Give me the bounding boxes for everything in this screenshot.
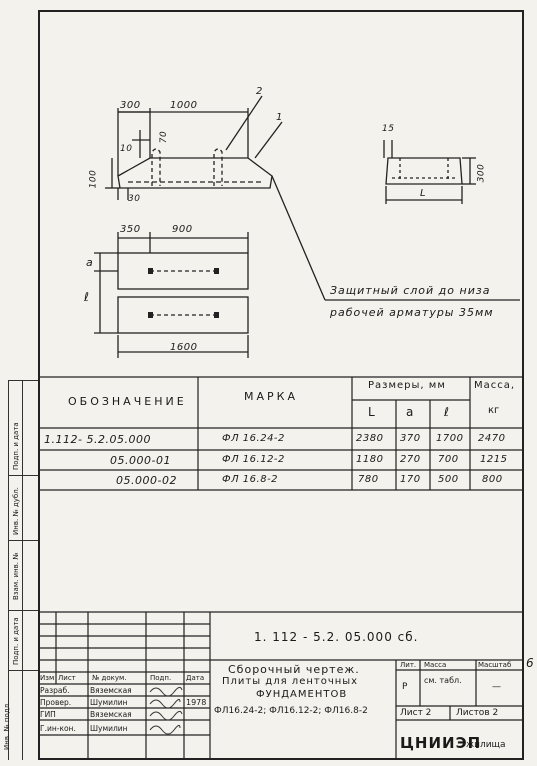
name-razrab: Вяземская xyxy=(90,686,132,695)
name-gin-kon: Шумилин xyxy=(90,724,128,733)
org-name: ЦНИИЭП xyxy=(400,734,482,752)
dim-L: L xyxy=(420,188,427,199)
head-sign: Подп. xyxy=(150,674,172,682)
dim-30: 30 xyxy=(128,194,141,204)
dim-1600: 1600 xyxy=(170,342,198,353)
technical-drawing xyxy=(94,95,520,358)
header-designation: Обозначение xyxy=(68,395,187,408)
head-list: Лист xyxy=(58,674,76,682)
row-1-mass: 2470 xyxy=(478,433,506,444)
side-label-sign-date: Подп. и дата xyxy=(12,617,20,665)
row-3-mark: ФЛ 16.8-2 xyxy=(222,474,279,485)
sheet-number: Лист 2 xyxy=(400,708,432,718)
sheets-total: Листов 2 xyxy=(456,708,499,718)
doc-code: 1. 112 - 5.2. 05.000 сб. xyxy=(254,630,419,644)
massa-header: Масса xyxy=(424,661,447,669)
row-1-a: 370 xyxy=(400,433,421,444)
org-sub: жилища xyxy=(466,740,506,750)
row-3-designation: 05.000-02 xyxy=(116,474,177,487)
head-date: Дата xyxy=(186,674,205,682)
title-line-1: Сборочный чертеж. xyxy=(228,663,360,676)
side-strip: Инв. № подл. Подп. и дата Взам. инв. № И… xyxy=(0,380,38,760)
header-a: a xyxy=(406,405,414,419)
head-doc: № докум. xyxy=(92,674,127,682)
row-1-mark: ФЛ 16.24-2 xyxy=(222,433,285,444)
row-2-L: 1180 xyxy=(356,454,384,465)
dim-15: 15 xyxy=(382,124,395,134)
dim-900: 900 xyxy=(172,224,193,235)
dim-350: 350 xyxy=(120,224,141,235)
role-razrab: Разраб. xyxy=(40,686,70,695)
side-label-replace: Взам. инв. № xyxy=(12,552,20,600)
side-label-inv: Инв. № подл. xyxy=(3,701,11,750)
callout-1: 1 xyxy=(276,112,283,123)
masshtab-header: Масштаб xyxy=(478,661,512,669)
masshtab-value: — xyxy=(492,682,501,692)
plan-slab-bottom xyxy=(117,296,249,334)
role-prover: Провер. xyxy=(40,698,72,707)
dim-section-300: 300 xyxy=(476,163,487,183)
name-gip: Вяземская xyxy=(90,710,132,719)
header-dims: Размеры, мм xyxy=(368,380,446,391)
row-3-l: 500 xyxy=(438,474,459,485)
callout-2: 2 xyxy=(256,86,263,97)
row-2-l: 700 xyxy=(438,454,459,465)
head-izm: Изм xyxy=(40,674,55,682)
row-1-L: 2380 xyxy=(356,433,384,444)
massa-value: см. табл. xyxy=(424,676,462,685)
row-3-mass: 800 xyxy=(482,474,503,485)
row-2-mark: ФЛ 16.12-2 xyxy=(222,454,285,465)
header-mass: Масса, xyxy=(474,380,516,391)
dim-l: ℓ xyxy=(84,290,90,304)
note-line-1: Защитный слой до низа xyxy=(330,284,491,297)
plan-slab-top xyxy=(117,252,249,290)
row-1-designation: 1.112- 5.2.05.000 xyxy=(44,433,151,446)
title-line-2: Плиты для ленточных xyxy=(222,676,359,687)
header-mark: Марка xyxy=(244,390,298,403)
row-1-l: 1700 xyxy=(436,433,464,444)
header-kg: кг xyxy=(488,405,500,416)
lit-header: Лит. xyxy=(400,661,417,669)
header-L: L xyxy=(368,405,375,419)
slab-profile xyxy=(117,157,273,189)
dim-10: 10 xyxy=(120,144,133,154)
title-line-3: фундаментов xyxy=(256,689,348,700)
row-3-L: 780 xyxy=(358,474,379,485)
dim-300: 300 xyxy=(120,100,141,111)
dim-100: 100 xyxy=(88,169,99,189)
date-prover: 1978 xyxy=(186,698,207,707)
sheet-frame xyxy=(38,10,524,760)
side-label-sign-date-2: Подп. и дата xyxy=(12,422,20,470)
side-label-dup: Инв. № дубл. xyxy=(12,487,20,535)
header-l: ℓ xyxy=(444,405,449,419)
row-2-designation: 05.000-01 xyxy=(110,454,171,467)
role-gip: ГИП xyxy=(40,710,56,719)
dim-70: 70 xyxy=(159,130,170,144)
name-prover: Шумилин xyxy=(90,698,128,707)
lit-value: Р xyxy=(402,682,408,692)
role-gin-kon: Г.ин-кон. xyxy=(40,724,76,733)
row-3-a: 170 xyxy=(400,474,421,485)
title-line-4: ФЛ16.24-2; ФЛ16.12-2; ФЛ16.8-2 xyxy=(214,706,368,716)
section-view xyxy=(385,157,463,185)
dim-a: a xyxy=(86,256,94,269)
dim-1000: 1000 xyxy=(170,100,198,111)
row-2-mass: 1215 xyxy=(480,454,508,465)
note-line-2: рабочей арматуры 35мм xyxy=(330,306,494,319)
margin-mark: 6 xyxy=(526,656,535,670)
row-2-a: 270 xyxy=(400,454,421,465)
